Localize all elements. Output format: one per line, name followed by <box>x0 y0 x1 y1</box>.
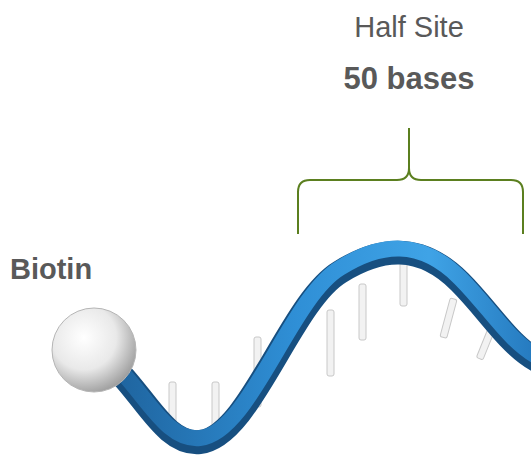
base-rung <box>440 298 457 338</box>
region-label: Half Site <box>354 12 464 44</box>
base-rung <box>327 310 334 376</box>
biotin-label: Biotin <box>10 254 92 286</box>
base-rung <box>400 258 407 306</box>
biotin-sphere <box>52 308 136 392</box>
half-site-bracket <box>298 128 523 234</box>
length-label: 50 bases <box>344 62 475 96</box>
dna-ribbon <box>95 249 531 439</box>
base-rung <box>359 284 366 340</box>
